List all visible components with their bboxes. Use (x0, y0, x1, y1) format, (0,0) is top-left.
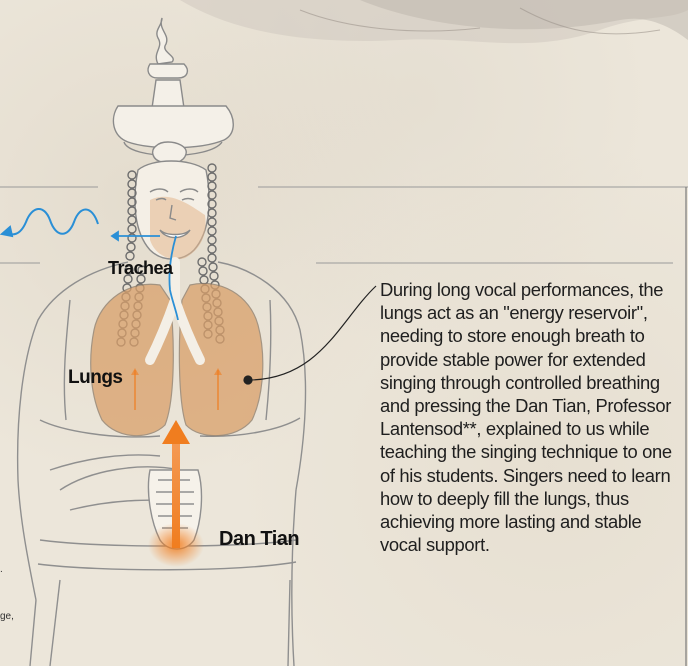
edge-fragment-1: . (0, 564, 3, 575)
leader-lines (244, 286, 376, 384)
caption-leader-dot (244, 376, 252, 384)
dan-tian-label: Dan Tian (219, 528, 299, 551)
wavy-arrow-icon (2, 209, 98, 236)
headdress (113, 18, 233, 164)
trachea-label: Trachea (108, 258, 173, 279)
caption-leader-line (248, 286, 376, 380)
top-sketch (180, 0, 688, 43)
head (135, 161, 209, 259)
lungs (91, 262, 263, 436)
edge-fragment-2: ge, (0, 611, 14, 622)
lungs-label: Lungs (68, 367, 123, 389)
caption-text: During long vocal performances, the lung… (380, 278, 686, 556)
